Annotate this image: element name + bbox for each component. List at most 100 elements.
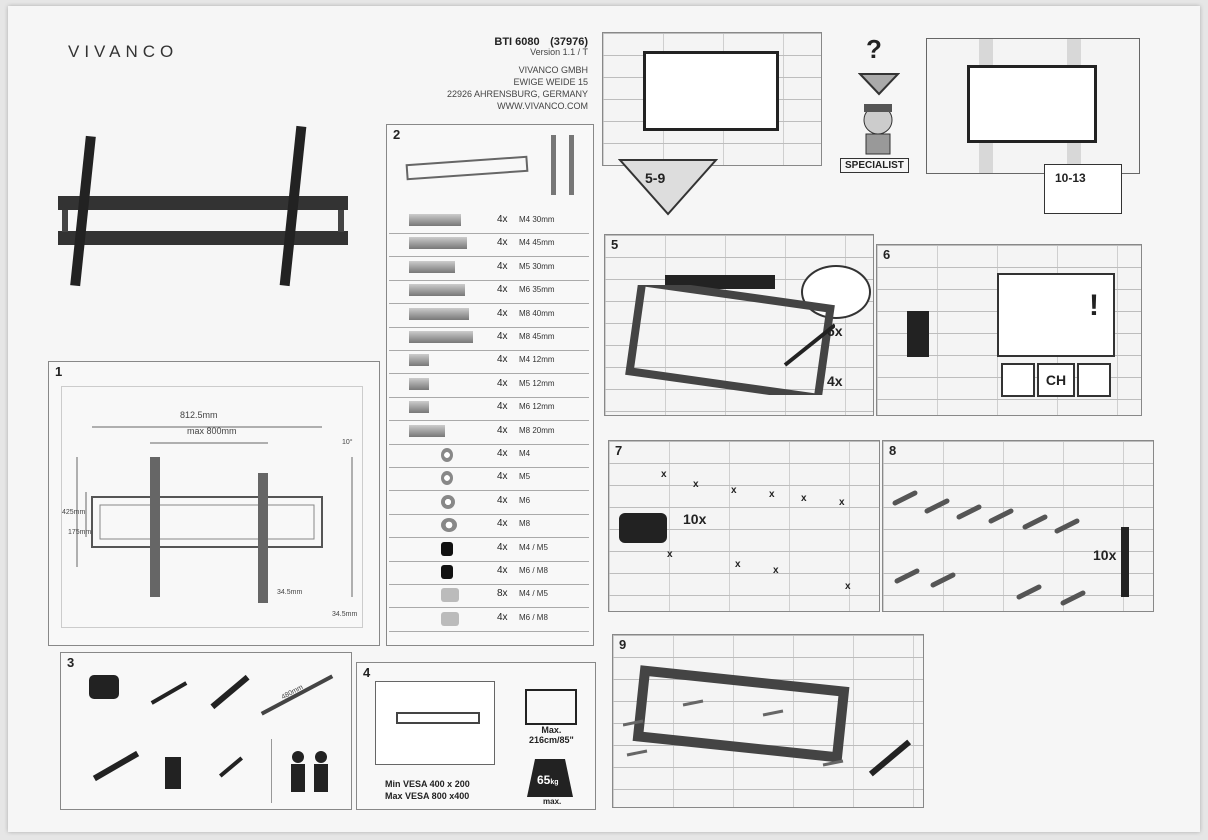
screwdriver-length: 480mm: [280, 683, 305, 702]
step-number: 4: [363, 665, 371, 680]
parts-list-row: 4x M8 40mm: [389, 303, 589, 328]
part-size: M8 40mm: [519, 308, 555, 318]
drill-mark: x: [845, 581, 851, 592]
dimension-drawing: 812.5mm max 800mm 425mm 175mm 34.5mm 34.…: [61, 386, 363, 628]
stud-finder-icon: [907, 311, 929, 357]
hardware-icon: [409, 331, 473, 343]
part-size: M6 12mm: [519, 402, 555, 412]
drill-bit-icon: [150, 681, 188, 705]
spirit-level-icon: [92, 750, 140, 782]
product-code: BTI 6080: [494, 36, 540, 48]
drill-icon: [619, 513, 667, 543]
step-9-panel: 9: [612, 634, 924, 808]
step-7-panel: 7 x x x x x x x x x x 10x: [608, 440, 880, 612]
part-quantity: 4x: [497, 377, 508, 389]
step-number: 5: [611, 237, 619, 252]
hardware-icon: [409, 237, 467, 250]
step-8-panel: 8 10x: [882, 440, 1154, 612]
step-5-panel: 5 6x 4x: [604, 234, 874, 416]
drill-mark: x: [801, 493, 807, 504]
part-quantity: 4x: [497, 541, 508, 553]
part-quantity: 4x: [497, 260, 508, 272]
part-quantity: 4x: [497, 331, 508, 342]
tv-back-icon: [375, 681, 495, 765]
electric-warning-icon: [1001, 363, 1035, 397]
part-size: M4 / M5: [519, 589, 548, 599]
drill-icon: [89, 675, 119, 699]
count-anchors: 6x: [827, 323, 843, 339]
step-4-panel: 4 Max. 216cm/85" Min VESA 400 x 200 Max …: [356, 662, 596, 810]
vesa-max: Max VESA 800 x400: [385, 791, 470, 801]
part-quantity: 4x: [497, 494, 508, 506]
drill-count: 10x: [683, 511, 707, 527]
step-1-panel: 1 812.5mm max 800mm 425mm 175mm 34.5mm 3…: [48, 361, 380, 646]
weight-unit: kg: [550, 779, 559, 786]
divider: [271, 739, 272, 803]
hardware-icon: [441, 518, 457, 533]
count-screws: 4x: [827, 373, 843, 389]
step-number: 1: [55, 364, 63, 379]
tv-icon: [643, 51, 779, 131]
pencil-icon: [218, 756, 244, 778]
part-size: M4 30mm: [519, 215, 555, 224]
exclamation-icon: !: [1089, 289, 1099, 322]
wall-anchors-icon: [892, 490, 1086, 606]
mount-plate-icon: [625, 285, 835, 395]
part-quantity: 4x: [497, 307, 508, 319]
step-number: 8: [889, 443, 897, 458]
instruction-sheet: VIVANCO BTI 6080 (37976) Version 1.1 / T…: [8, 6, 1200, 832]
hardware-icon: [409, 401, 429, 414]
part-quantity: 4x: [497, 448, 508, 459]
drill-warning-icon: !: [997, 273, 1115, 357]
two-persons-icon: [291, 751, 328, 792]
step-number: 3: [67, 655, 75, 670]
part-size: M6: [519, 495, 531, 505]
part-quantity: 4x: [497, 565, 508, 576]
stud-finder-icon: [165, 757, 181, 789]
part-size: M4 12mm: [519, 355, 555, 365]
part-size: M5 12mm: [519, 378, 555, 388]
address-line: 22926 AHRENSBURG, GERMANY: [446, 89, 588, 99]
hardware-icon: [441, 541, 453, 556]
down-arrow-icon: [858, 73, 900, 96]
dimension-diagram: [76, 426, 353, 603]
vesa-min: Min VESA 400 x 200: [385, 779, 470, 789]
max-label: Max.: [541, 725, 562, 735]
hardware-icon: [441, 611, 459, 626]
part-quantity: 4x: [497, 237, 508, 249]
part-size: M8 45mm: [519, 332, 555, 341]
product-article: (37976): [550, 36, 588, 48]
hardware-icon: [409, 307, 469, 320]
drill-mark: x: [839, 497, 845, 508]
max-size-value: 216cm/85": [529, 735, 574, 745]
step-number: 2: [393, 127, 401, 142]
address-line: WWW.VIVANCO.COM: [497, 101, 588, 111]
part-size: M4: [519, 449, 531, 458]
product-version: Version 1.1 / T: [530, 47, 588, 57]
hardware-icon: [409, 377, 429, 390]
parts-list-row: 4x M5 12mm: [389, 373, 589, 398]
kit-contents-illustration: [405, 135, 574, 195]
hammer-icon: [1121, 527, 1129, 597]
hardware-icon: [441, 494, 455, 509]
hardware-icon: [409, 354, 429, 367]
max-size-label: Max. 216cm/85": [529, 725, 574, 745]
hardware-icon: [441, 448, 453, 462]
wall-brick-illustration: [602, 32, 822, 166]
part-quantity: 4x: [497, 518, 508, 530]
drill-mark: x: [731, 485, 737, 496]
dim-height-total: 425mm: [62, 509, 86, 516]
dim-tilt-angle: 10°: [342, 439, 353, 446]
address-block: VIVANCO GMBH EWIGE WEIDE 15 22926 AHRENS…: [428, 64, 588, 112]
dim-depth-side: 34.5mm: [332, 611, 358, 618]
drywall-illustration: [926, 38, 1140, 174]
address-line: EWIGE WEIDE 15: [513, 77, 588, 87]
screen-size-icon: [525, 689, 577, 725]
